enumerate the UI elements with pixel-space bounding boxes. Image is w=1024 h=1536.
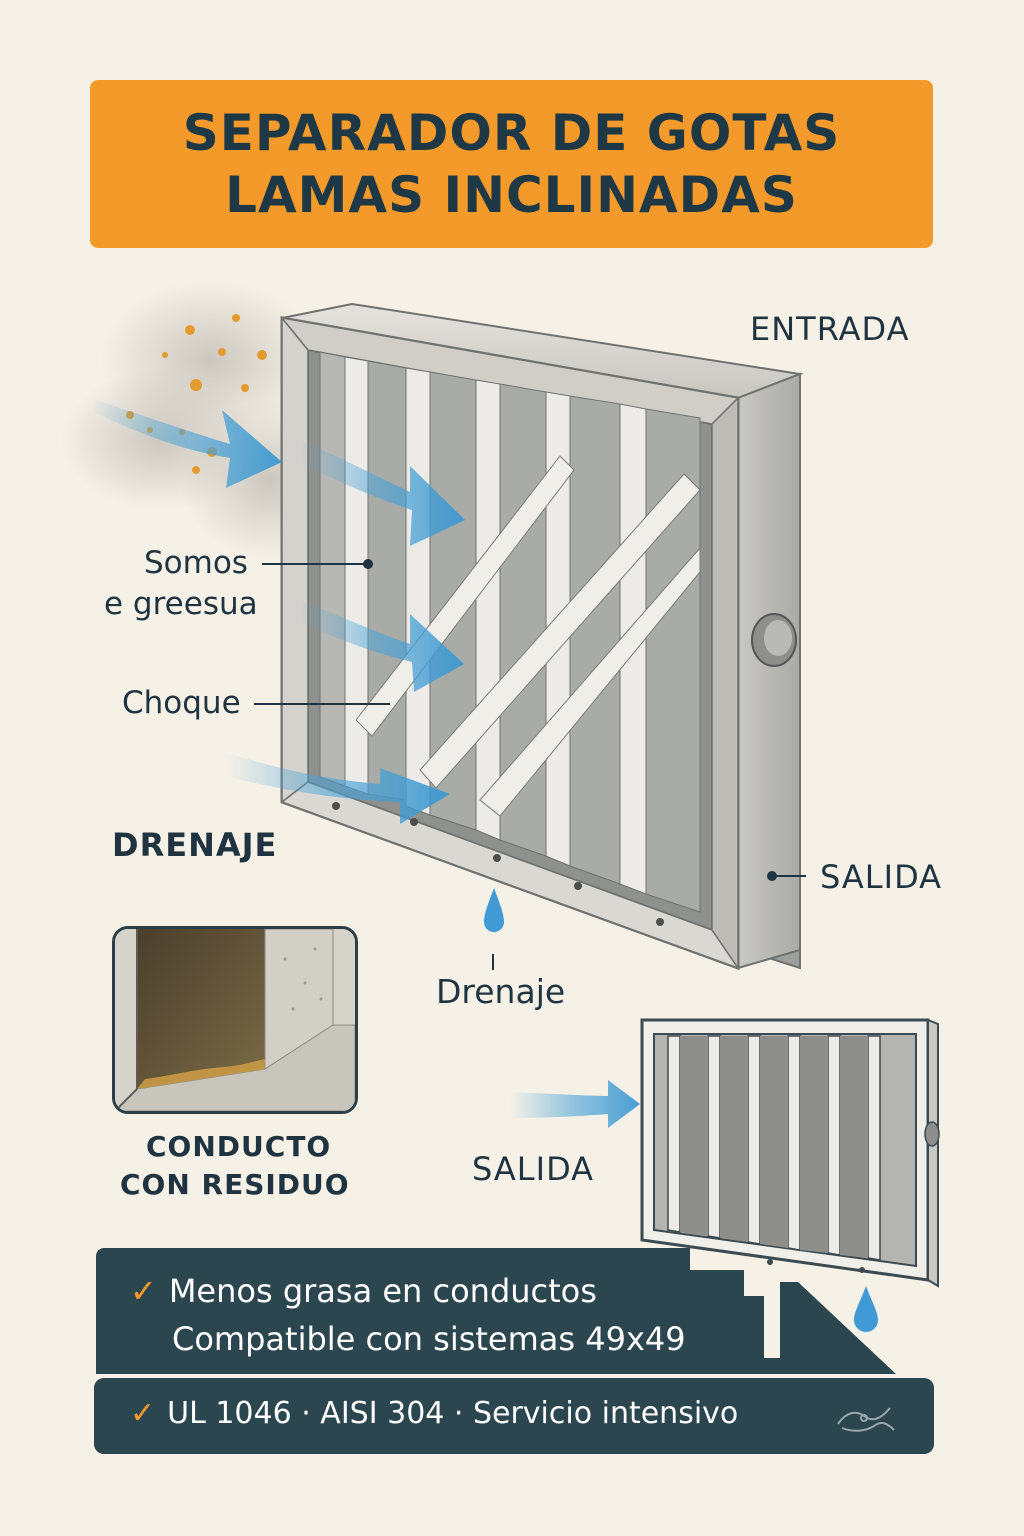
benefit-row-3: ✓ UL 1046 · AISI 304 · Servicio intensivo [130, 1396, 738, 1431]
check-icon: ✓ [130, 1272, 157, 1310]
small-separator [640, 1018, 940, 1288]
benefit-row-1: ✓ Menos grasa en conductos [130, 1272, 597, 1310]
frame-screws [332, 802, 664, 926]
title-line-2: LAMAS INCLINADAS [225, 166, 798, 224]
title-banner: SEPARADOR DE GOTAS LAMAS INCLINADAS [90, 80, 933, 248]
conducto-label-2: CON RESIDUO [120, 1168, 350, 1201]
greesua-label: e greesua [104, 586, 258, 622]
check-icon-2: ✓ [130, 1396, 156, 1431]
title-line-1: SEPARADOR DE GOTAS [182, 104, 841, 162]
airflow-arrow-icon [90, 398, 640, 1128]
leader-lines [254, 559, 806, 970]
benefit-text-1: Menos grasa en conductos [168, 1272, 597, 1310]
knob-icon [751, 613, 797, 667]
small-airflow-arrow [510, 1080, 640, 1128]
choque-label: Choque [122, 685, 241, 721]
conducto-label-1: CONDUCTO [146, 1130, 332, 1163]
salida-main-label: SALIDA [820, 858, 943, 896]
handshake-icon [837, 1407, 895, 1432]
somos-label: Somos [144, 545, 248, 581]
inclined-blades [319, 351, 701, 913]
duct-illustration [115, 929, 355, 1111]
entrada-label: ENTRADA [750, 310, 910, 348]
drenaje-caps-label: DRENAJE [112, 826, 278, 864]
benefit-text-2: Compatible con sistemas 49x49 [172, 1320, 686, 1358]
water-drop-icon [484, 888, 504, 932]
salida-small-label: SALIDA [472, 1150, 595, 1188]
drenaje-label: Drenaje [436, 972, 566, 1011]
duct-residue-inset [112, 926, 358, 1114]
benefit-text-3: UL 1046 · AISI 304 · Servicio intensivo [167, 1396, 739, 1431]
water-drop-icon-small [854, 1286, 878, 1332]
benefit-row-2: Compatible con sistemas 49x49 [172, 1320, 686, 1358]
